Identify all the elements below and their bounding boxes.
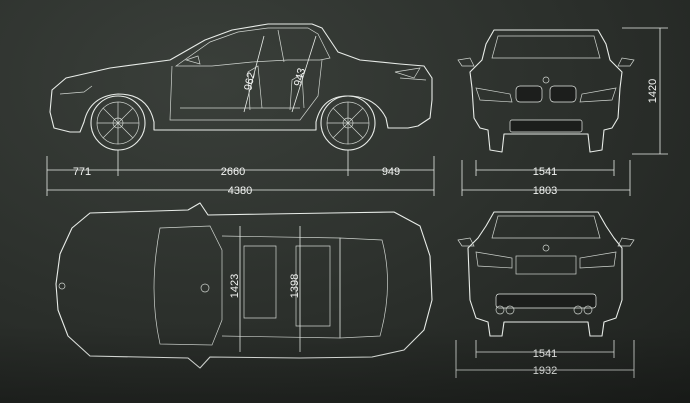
rear-seat-outline — [289, 73, 305, 111]
dim-front-headroom: 962 — [242, 71, 258, 91]
front-wheel — [90, 95, 146, 151]
dim-rear-overhang: 949 — [382, 166, 400, 178]
dim-wheelbase: 2660 — [221, 166, 245, 178]
rear-mirror-right — [617, 237, 635, 247]
headlight-right — [579, 87, 617, 103]
bmw-logo-front — [542, 76, 550, 84]
rear-body-outline — [467, 211, 623, 337]
rear-wheel — [320, 95, 376, 151]
top-rear-window — [339, 237, 388, 339]
side-mirror — [184, 55, 201, 65]
exhaust-3 — [573, 305, 583, 315]
headlight-left — [475, 87, 513, 103]
dim-front-shoulder-width: 1423 — [229, 274, 241, 298]
front-headroom-dim — [243, 35, 265, 113]
dim-length: 4380 — [228, 185, 252, 197]
front-view — [457, 27, 668, 196]
top-view — [55, 202, 433, 369]
front-body-outline — [469, 29, 623, 153]
side-view — [46, 23, 435, 196]
taillight-right — [579, 251, 617, 269]
top-rear-seats — [295, 245, 331, 327]
exhaust-2 — [505, 305, 515, 315]
rear-mirror-left — [457, 237, 475, 247]
rear-spoiler — [394, 67, 421, 79]
dim-width: 1803 — [533, 185, 557, 197]
bmw-logo-rear — [542, 244, 550, 252]
exhaust-4 — [583, 305, 593, 315]
top-body-outline — [55, 202, 433, 369]
dim-front-track: 1541 — [533, 166, 557, 178]
kidney-grille-right — [549, 85, 577, 103]
steering-wheel-top — [200, 283, 210, 293]
rear-view — [455, 211, 635, 378]
side-window-outline — [174, 27, 331, 67]
door-line — [169, 59, 323, 121]
dim-rear-shoulder-width: 1398 — [289, 274, 301, 298]
front-seat-outline — [247, 65, 263, 111]
side-body-outline — [49, 23, 433, 133]
dim-front-overhang: 771 — [73, 166, 91, 178]
rear-diffuser — [495, 293, 597, 309]
dim-max-width: 1932 — [533, 365, 557, 377]
taillight-side — [399, 77, 427, 81]
mirror-right — [617, 57, 635, 67]
top-roof — [221, 235, 341, 339]
dimension-labels: 771 2660 949 4380 1541 1803 1420 962 943… — [73, 67, 659, 377]
dim-rear-headroom: 943 — [292, 67, 308, 88]
windshield — [491, 35, 601, 59]
dim-height: 1420 — [647, 79, 659, 103]
kidney-grille-left — [515, 85, 543, 103]
rear-headroom-dim — [291, 35, 317, 113]
lower-intake — [509, 119, 583, 133]
exhaust-1 — [495, 305, 505, 315]
b-pillar — [277, 29, 285, 63]
bmw-logo-top — [58, 282, 66, 290]
rear-window — [491, 215, 601, 239]
mirror-left — [457, 57, 475, 67]
headlight-side — [59, 85, 93, 95]
license-plate-area — [515, 255, 577, 275]
dim-rear-track: 1541 — [533, 348, 557, 360]
top-windshield — [153, 225, 223, 346]
taillight-left — [475, 251, 513, 269]
top-front-seats — [243, 245, 277, 319]
